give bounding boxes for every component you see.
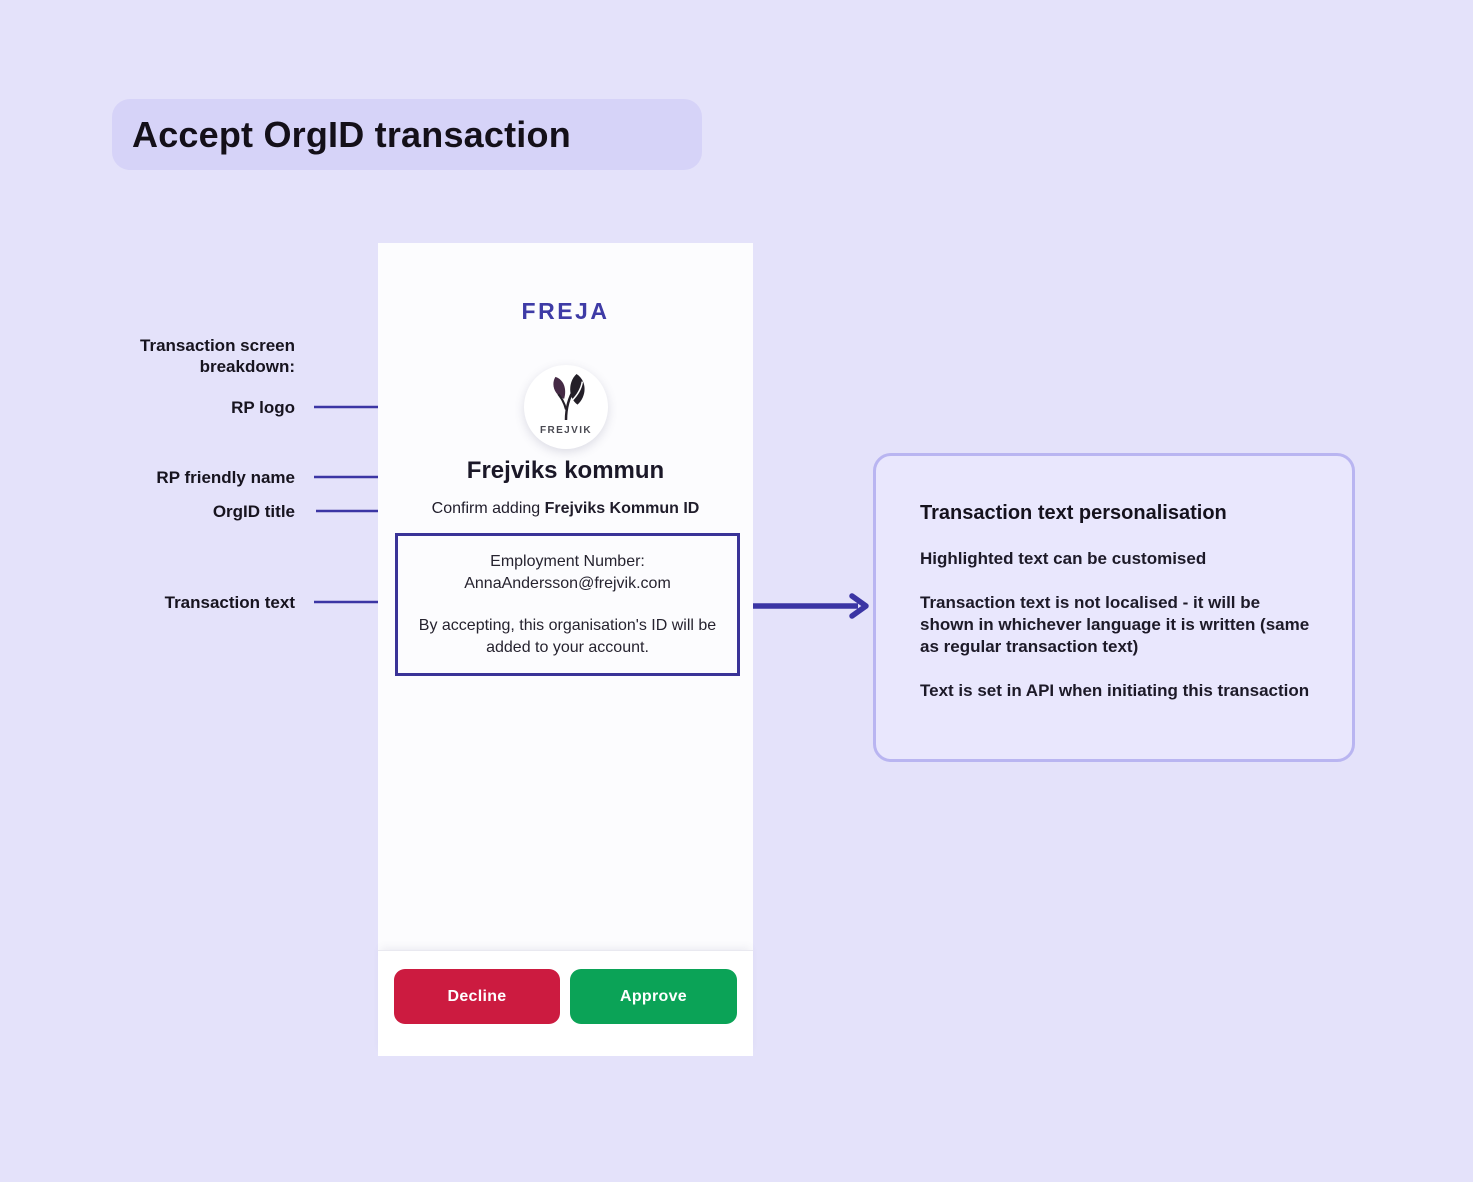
callout-box: Transaction text personalisation Highlig… xyxy=(873,453,1355,762)
leaf-icon xyxy=(553,374,585,421)
phone-mockup: FREJA FREJVIK Frejviks kommun Confirm ad… xyxy=(378,243,753,1056)
phone-footer: Decline Approve xyxy=(378,950,753,1056)
callout-paragraph: Transaction text is not localised - it w… xyxy=(920,593,1310,656)
breakdown-heading: Transaction screen breakdown: xyxy=(140,336,295,376)
transaction-text-box: Employment Number: AnnaAndersson@frejvik… xyxy=(395,533,740,676)
label-transaction-text: Transaction text xyxy=(164,593,295,612)
label-rp-logo: RP logo xyxy=(231,398,295,417)
transaction-text-line3: By accepting, this organisation's ID wil… xyxy=(418,617,717,656)
rp-logo: FREJVIK xyxy=(524,365,608,449)
callout-paragraph: Highlighted text can be customised xyxy=(920,549,1207,568)
label-orgid-title: OrgID title xyxy=(212,502,295,521)
orgid-title-prefix: Confirm adding xyxy=(431,500,545,517)
callout-paragraph: Text is set in API when initiating this … xyxy=(920,681,1310,700)
transaction-text-line1: Employment Number: xyxy=(490,553,645,570)
freja-logo: FREJA xyxy=(521,298,610,324)
rp-friendly-name: Frejviks kommun xyxy=(466,457,665,484)
orgid-title-emphasis: Frejviks Kommun ID xyxy=(544,500,700,517)
approve-button[interactable]: Approve xyxy=(570,969,737,1024)
transaction-text-line2: AnnaAndersson@frejvik.com xyxy=(464,574,671,592)
page-title-badge: Accept OrgID transaction xyxy=(112,99,702,170)
label-rp-friendly-name: RP friendly name xyxy=(156,468,295,487)
page-title: Accept OrgID transaction xyxy=(132,113,571,155)
orgid-title: Confirm adding Frejviks Kommun ID xyxy=(378,500,753,518)
arrow-to-callout-icon xyxy=(740,593,869,619)
rp-logo-label: FREJVIK xyxy=(539,425,593,436)
callout-title: Transaction text personalisation xyxy=(920,502,1227,524)
decline-button[interactable]: Decline xyxy=(394,969,560,1024)
